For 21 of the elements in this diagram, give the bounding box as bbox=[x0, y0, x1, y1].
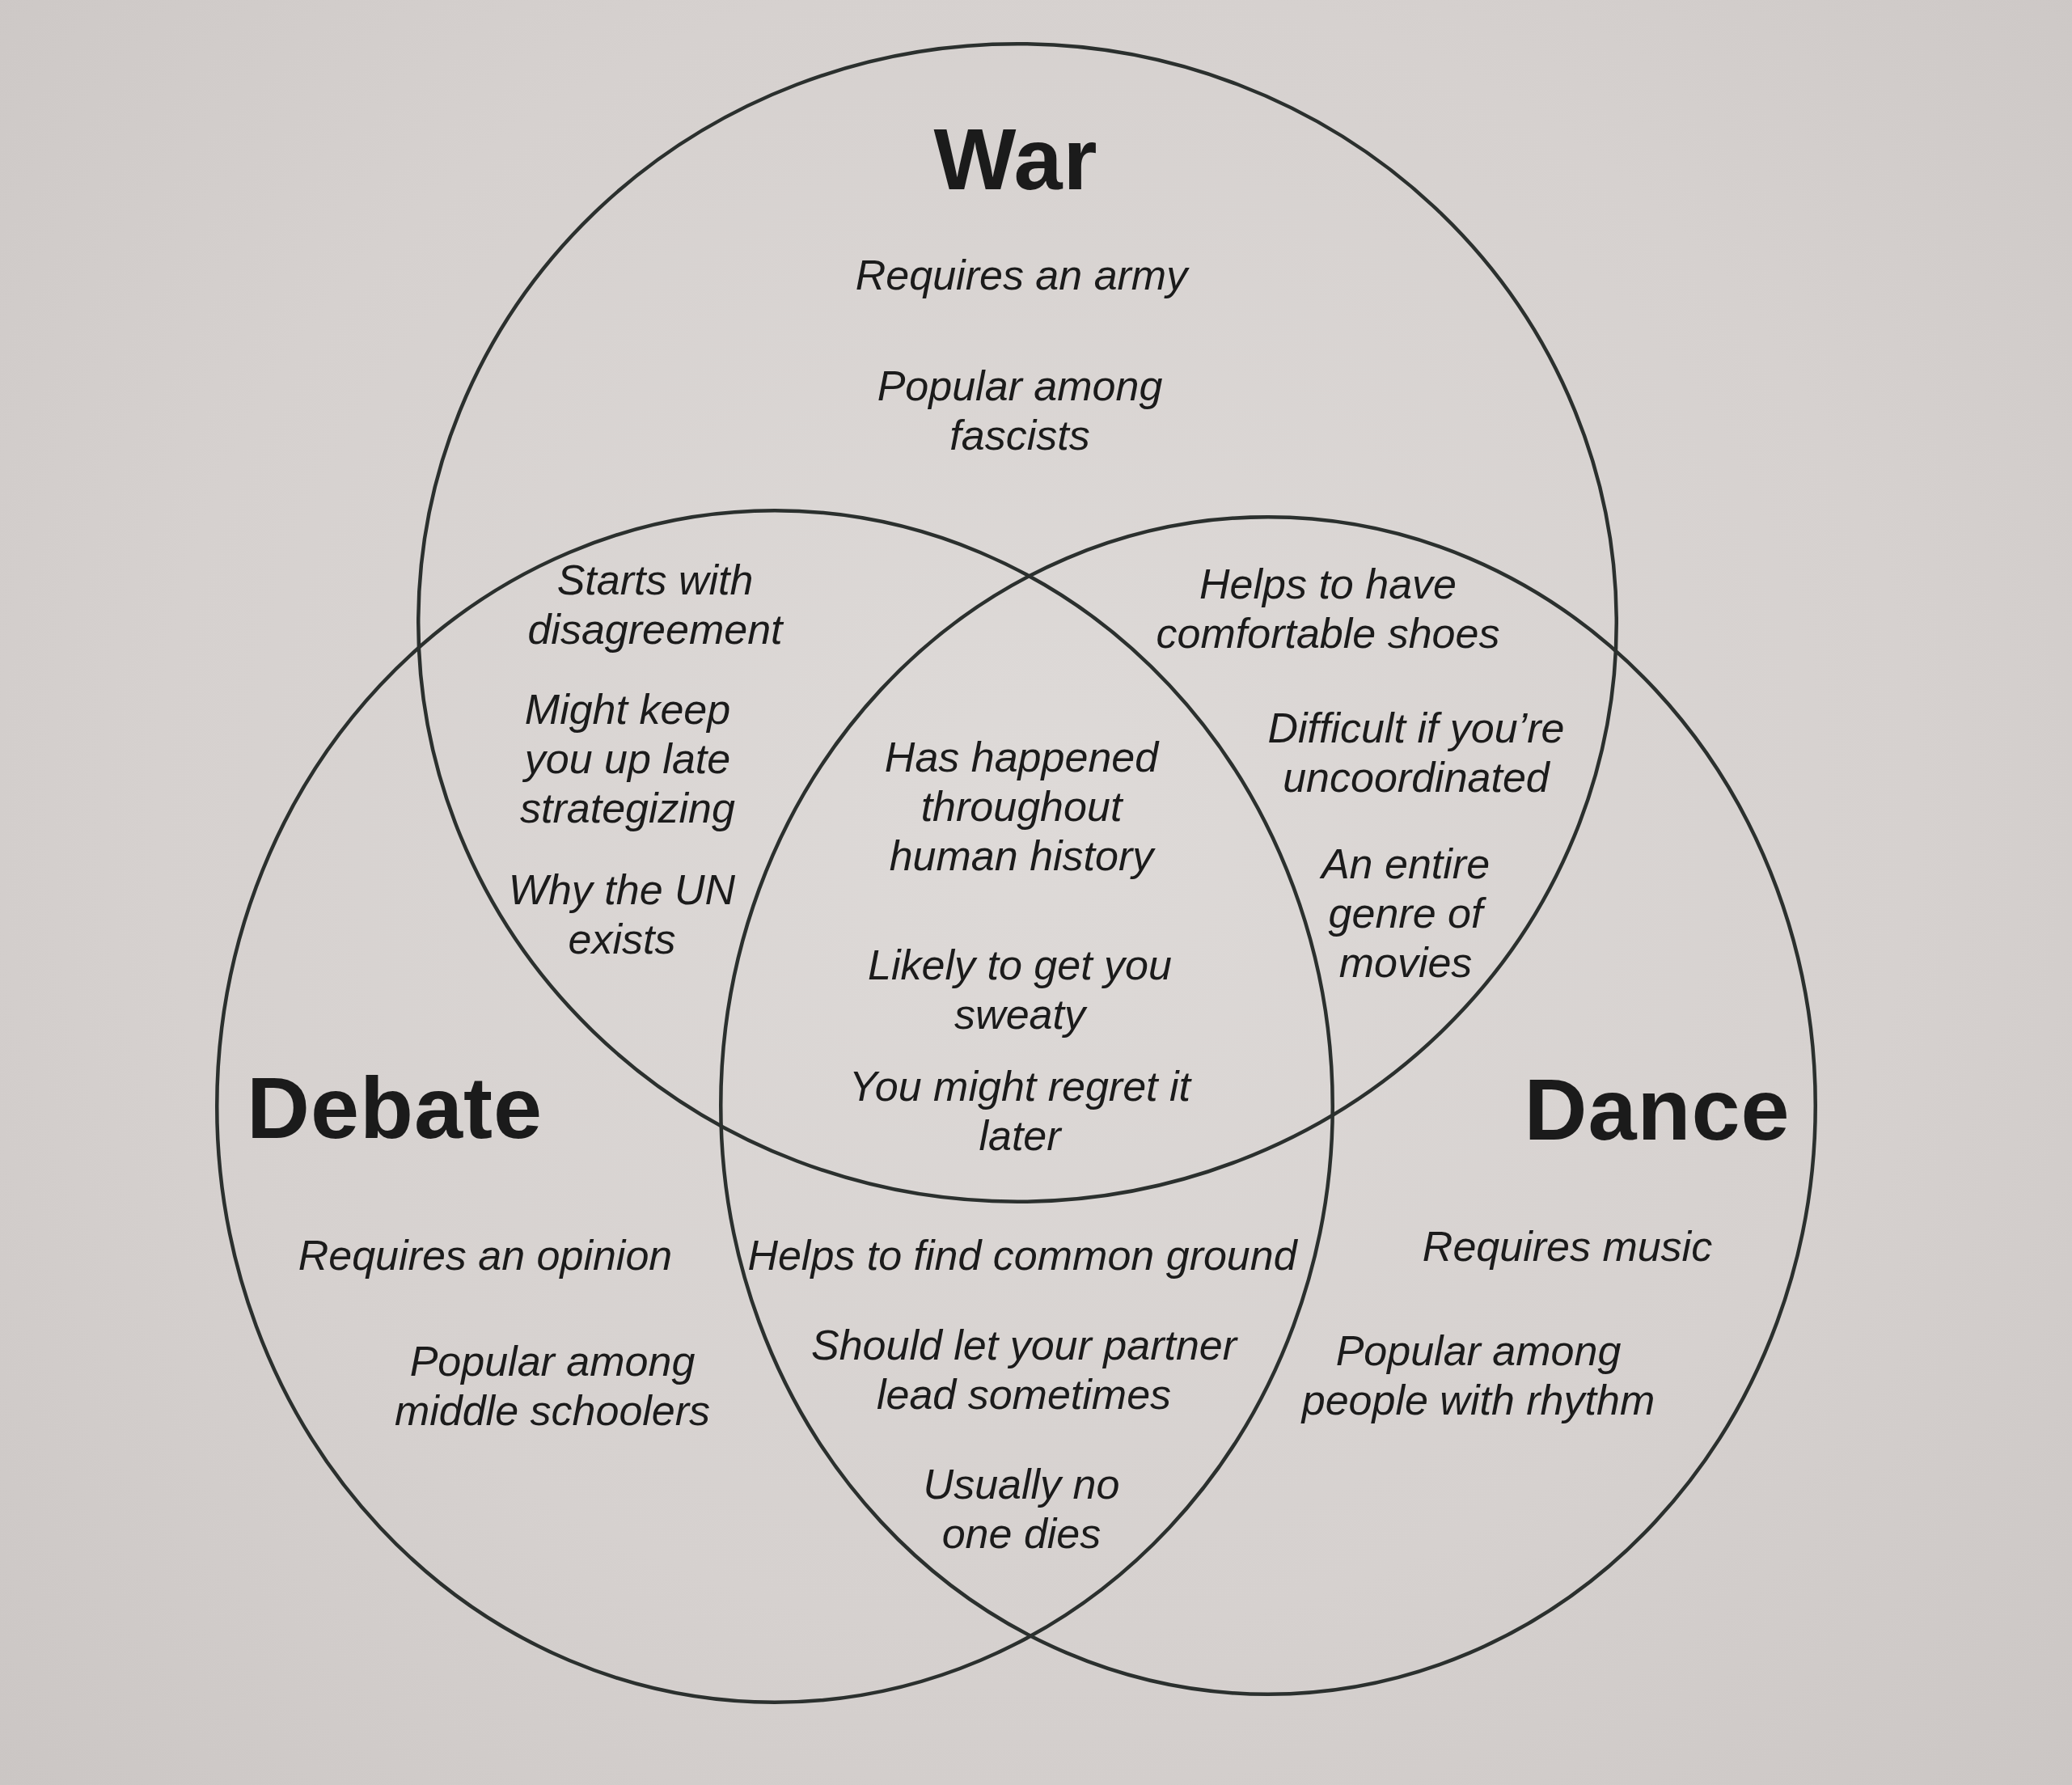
set-item: Popular among fascists bbox=[876, 362, 1164, 460]
set-item: Popular among middle schoolers bbox=[393, 1337, 712, 1436]
overlap-item: Helps to find common ground bbox=[746, 1230, 1299, 1280]
overlap-item: Might keep you up late strategizing bbox=[519, 684, 736, 833]
set-title: Debate bbox=[245, 1060, 544, 1157]
set-item: Requires an opinion bbox=[297, 1230, 674, 1280]
overlap-item: Starts with disagreement bbox=[526, 556, 784, 654]
set-title: Dance bbox=[1523, 1061, 1791, 1158]
overlap-item: Should let your partner lead sometimes bbox=[810, 1321, 1239, 1419]
set-item: Popular among people with rhythm bbox=[1300, 1326, 1656, 1425]
overlap-item: Difficult if you’re uncoordinated bbox=[1266, 704, 1566, 802]
overlap-item: Usually no one dies bbox=[922, 1460, 1121, 1559]
overlap-item: An entire genre of movies bbox=[1318, 839, 1491, 988]
overlap-item: Why the UN exists bbox=[507, 865, 737, 964]
overlap-item: Has happened throughout human history bbox=[883, 732, 1161, 881]
set-title: War bbox=[932, 111, 1099, 208]
set-item: Requires music bbox=[1421, 1221, 1714, 1271]
overlap-item: You might regret it later bbox=[848, 1062, 1193, 1161]
overlap-item: Likely to get you sweaty bbox=[867, 941, 1173, 1039]
set-item: Requires an army bbox=[854, 250, 1190, 300]
overlap-item: Helps to have comfortable shoes bbox=[1155, 560, 1501, 658]
